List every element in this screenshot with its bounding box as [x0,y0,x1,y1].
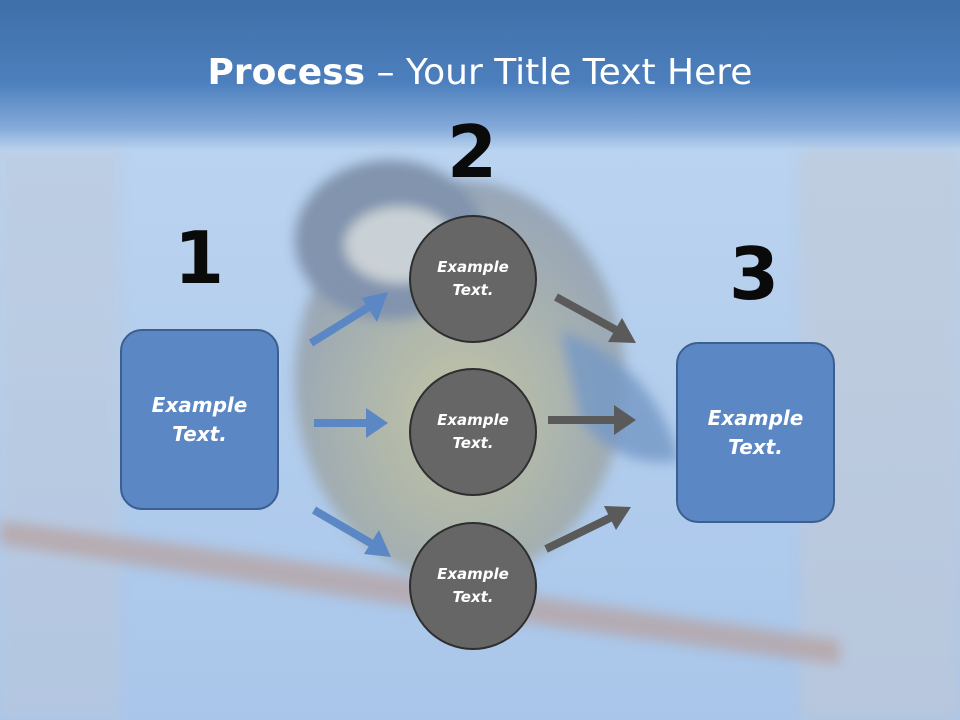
step-number-2: 2 [446,110,498,194]
step-2-circle-bottom: Example Text. [409,522,537,650]
title-band [0,0,960,150]
step-number-1: 1 [173,216,225,300]
step-3-box: Example Text. [676,342,835,523]
title-rest-part: – Your Title Text Here [365,52,753,93]
step-1-box-text: Example Text. [151,392,248,446]
blue-arrow-middle [314,408,388,438]
circle-bottom-text: Example Text. [437,565,509,606]
step-number-3: 3 [728,232,780,316]
circle-top-text: Example Text. [437,258,509,299]
step-2-circle-middle: Example Text. [409,368,537,496]
gray-arrow-down [554,293,636,343]
blue-arrow-down [311,506,391,557]
circle-middle-text: Example Text. [437,411,509,452]
title-bold-part: Process [207,52,366,93]
gray-arrow-up [544,506,631,553]
step-2-circle-top: Example Text. [409,215,537,343]
step-3-box-text: Example Text. [707,405,804,459]
slide-title: Process – Your Title Text Here [0,52,960,93]
blue-arrow-up [308,292,388,347]
step-1-box: Example Text. [120,329,279,510]
gray-arrow-middle [548,405,636,435]
